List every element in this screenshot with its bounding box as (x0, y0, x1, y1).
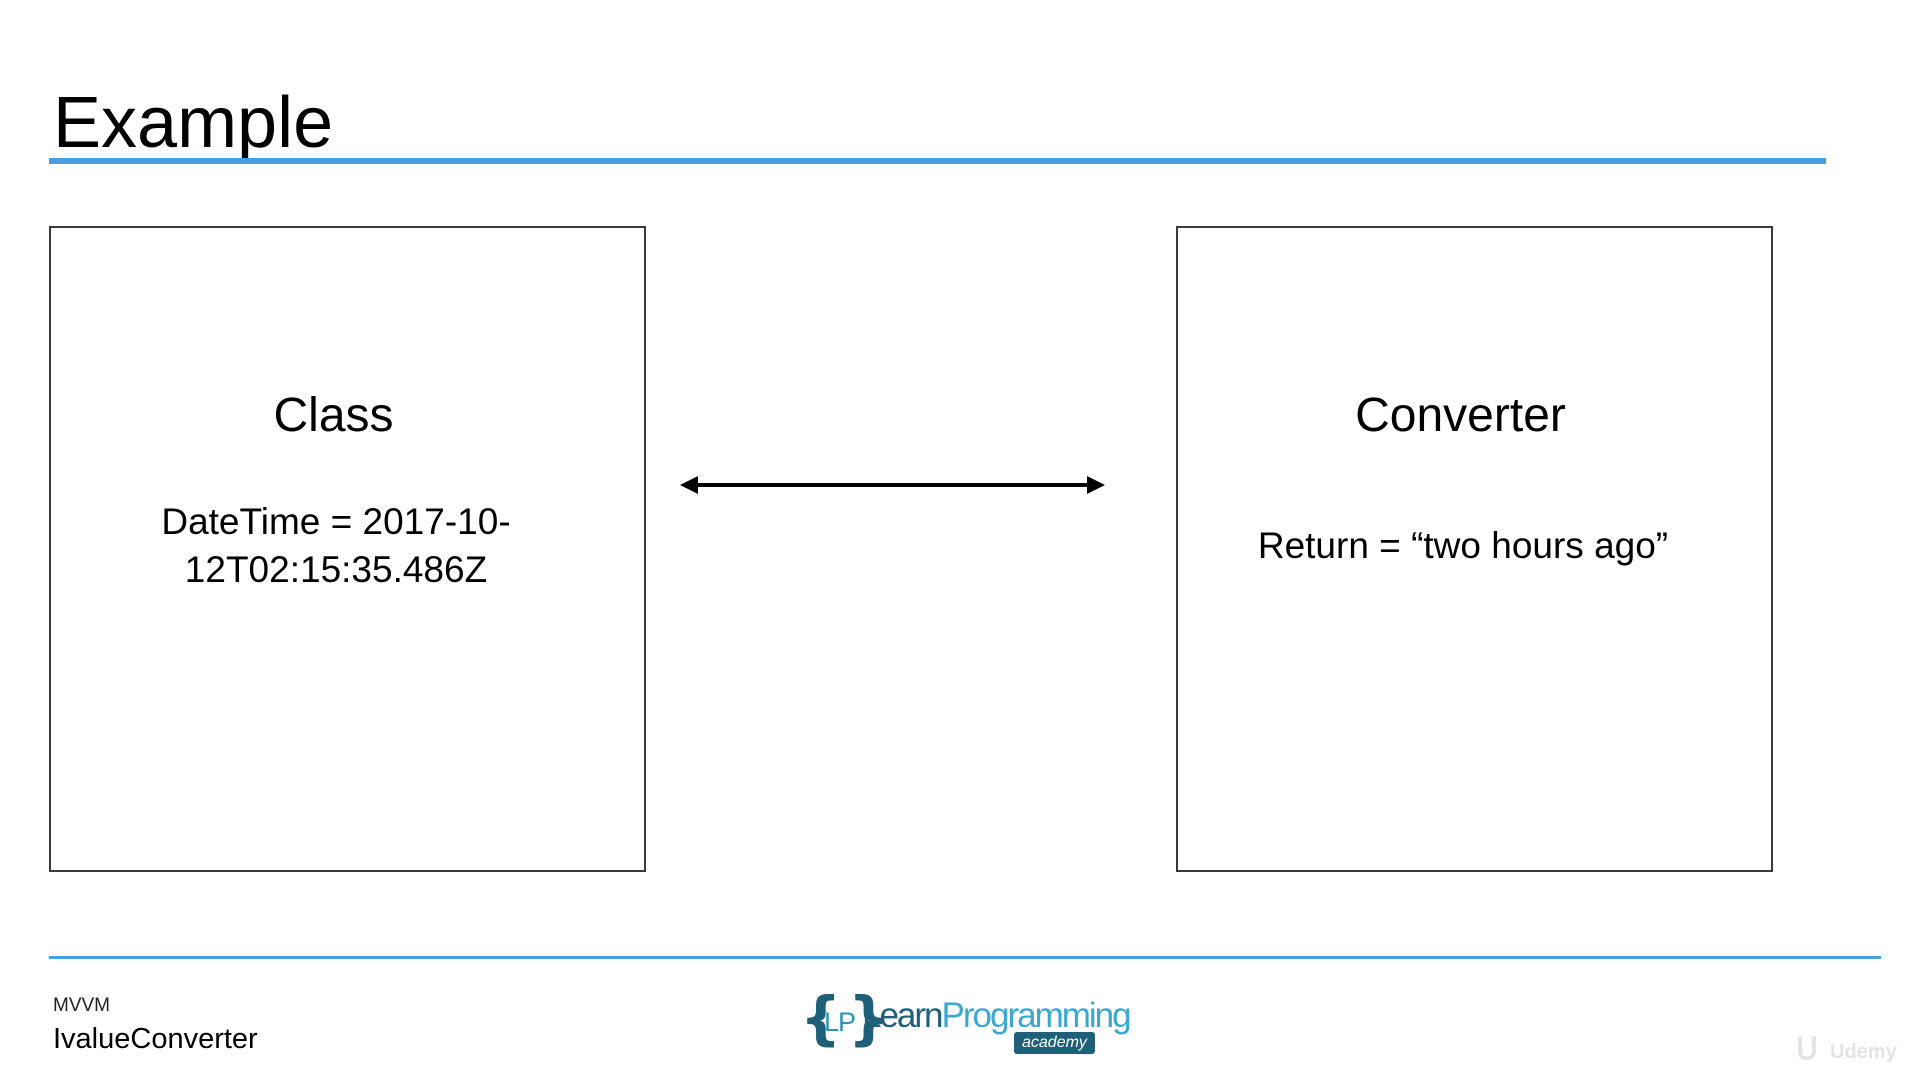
udemy-watermark: ꓴ Udemy (1796, 1033, 1916, 1066)
udemy-logo-icon: ꓴ (1796, 1033, 1818, 1066)
title-divider (49, 158, 1826, 164)
converter-box: Converter Return = “two hours ago” (1176, 226, 1773, 872)
footer-section-label: MVVM (53, 995, 110, 1016)
logo-word-programming: Programming (941, 996, 1132, 1035)
logo-initials: LP (824, 1007, 856, 1037)
converter-box-body: Return = “two hours ago” (1257, 525, 1669, 566)
converter-box-heading: Converter (1355, 389, 1566, 442)
footer-divider (49, 956, 1881, 959)
learn-programming-logo: { LP } LearnProgramming academy (800, 986, 1132, 1060)
footer-topic-label: IvalueConverter (53, 1023, 258, 1055)
arrow-head-right (1087, 476, 1105, 494)
logo-brace-close: } (848, 984, 890, 1052)
class-box: Class DateTime = 2017-10-12T02:15:35.486… (49, 226, 646, 872)
arrow-head-left (680, 476, 698, 494)
class-box-body: DateTime = 2017-10-12T02:15:35.486Z (161, 501, 511, 590)
logo-academy-badge: academy (1014, 1032, 1095, 1054)
slide-title: Example (53, 83, 334, 163)
class-box-heading: Class (273, 389, 394, 442)
logo-brace-open: { (800, 984, 842, 1052)
udemy-watermark-text: Udemy (1830, 1041, 1897, 1063)
logo-wordmark: LearnProgramming (862, 996, 1132, 1036)
double-headed-arrow-icon (680, 476, 1105, 494)
logo-word-learn: Learn (862, 996, 944, 1035)
